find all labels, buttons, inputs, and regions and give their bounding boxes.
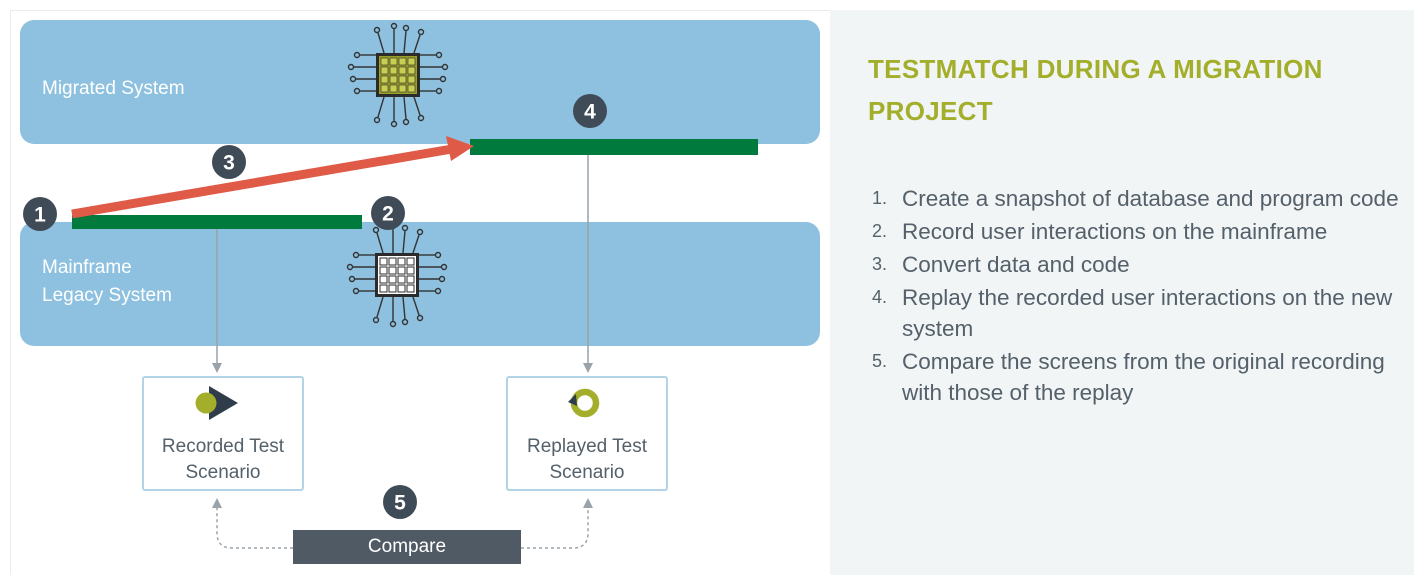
migrated-system-label: Migrated System	[42, 78, 185, 99]
step-item: 3. Convert data and code	[872, 249, 1402, 280]
replayed-label-line-1: Replayed Test	[526, 436, 648, 457]
steps-list: 1. Create a snapshot of database and prog…	[872, 183, 1402, 410]
panel-title: TESTMATCH DURING A MIGRATION PROJECT	[868, 54, 1323, 126]
legacy-system-label: Mainframe Legacy System	[42, 254, 242, 310]
compare-bar: Compare	[293, 530, 521, 564]
step-number: 4.	[872, 287, 888, 307]
recorded-label-line-1: Recorded Test	[161, 436, 285, 457]
diagram-frame	[10, 10, 1414, 575]
step-item: 2. Record user interactions on the mainfr…	[872, 216, 1402, 247]
recorded-label-line-2: Scenario	[185, 462, 261, 483]
legacy-label-line-2: Legacy System	[42, 285, 172, 306]
replayed-label-line-2: Scenario	[549, 462, 625, 483]
info-panel	[830, 10, 1414, 575]
step-number: 2.	[872, 221, 888, 241]
step-text: Compare the screens from the original re…	[902, 349, 1385, 405]
legacy-system-layer	[20, 222, 820, 346]
step-text: Create a snapshot of database and progra…	[902, 186, 1399, 211]
step-item: 4. Replay the recorded user interactions …	[872, 282, 1402, 344]
step-text: Replay the recorded user interactions on…	[902, 285, 1393, 341]
step-number: 1.	[872, 188, 888, 208]
step-number: 5.	[872, 351, 888, 371]
step-text: Record user interactions on the mainfram…	[902, 219, 1328, 244]
step-text: Convert data and code	[902, 252, 1130, 277]
legacy-label-line-1: Mainframe	[42, 257, 132, 278]
step-item: 5. Compare the screens from the original …	[872, 346, 1402, 408]
step-number: 3.	[872, 254, 888, 274]
step-item: 1. Create a snapshot of database and prog…	[872, 183, 1402, 214]
